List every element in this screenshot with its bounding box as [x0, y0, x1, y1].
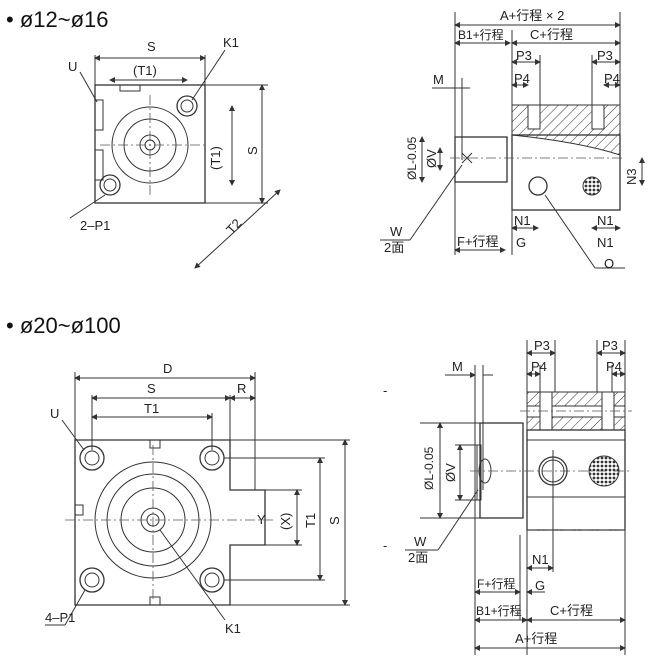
svg-text:-: - — [383, 383, 387, 398]
dim-C: C+行程 — [530, 27, 573, 42]
label-U: U — [50, 406, 59, 421]
label-K1: K1 — [223, 35, 239, 50]
label-P1: 2–P1 — [80, 218, 110, 233]
dim-T1: T1 — [144, 401, 159, 416]
dim-B1: B1+行程 — [476, 603, 522, 618]
dim-X: (X) — [278, 513, 293, 530]
dim-A-x2: A+行程 × 2 — [500, 8, 564, 23]
dim-T1: (T1) — [133, 63, 157, 78]
label-U: U — [68, 59, 77, 74]
front-view-large — [45, 372, 350, 626]
dim-L: ØL-0.05 — [405, 136, 419, 180]
dim-P3-left: P3 — [534, 338, 550, 353]
label-W-2faces: 2面 — [384, 240, 404, 255]
dim-F: F+行程 — [477, 576, 515, 591]
label-O: O — [604, 256, 614, 271]
dim-P4-left: P4 — [531, 359, 547, 374]
dim-V: ØV — [443, 463, 458, 482]
label-W: W — [414, 534, 427, 549]
side-view-small — [380, 12, 645, 269]
dim-N3: N3 — [624, 168, 639, 185]
dim-T1-side: (T1) — [208, 146, 223, 170]
dim-P4-right: P4 — [604, 71, 620, 86]
dim-R: R — [237, 381, 246, 396]
dim-D: D — [163, 361, 172, 376]
dim-T1-side: T1 — [303, 513, 318, 528]
dim-L: ØL-0.05 — [422, 446, 436, 490]
dim-S-side: S — [327, 516, 342, 525]
dim-N1-lower: N1 — [597, 235, 614, 250]
front-view-small — [69, 49, 281, 269]
label-W: W — [390, 224, 403, 239]
dim-S-side: S — [245, 146, 260, 155]
section-title-large: • ø20~ø100 — [6, 313, 121, 338]
label-K1: K1 — [225, 621, 241, 636]
dim-G: G — [516, 235, 526, 250]
dim-N1-left: N1 — [514, 213, 531, 228]
label-P1: 4–P1 — [45, 610, 75, 625]
dim-B1: B1+行程 — [458, 27, 504, 42]
dim-S: S — [147, 39, 156, 54]
dim-P4-left: P4 — [514, 71, 530, 86]
dim-M: M — [452, 359, 463, 374]
section-title-small: • ø12~ø16 — [6, 7, 108, 32]
dim-C: C+行程 — [550, 603, 593, 618]
label-Y: Y — [257, 512, 266, 527]
dim-T2: T2 — [223, 216, 244, 237]
dim-S: S — [147, 381, 156, 396]
label-W-2faces: 2面 — [408, 550, 428, 565]
dim-M: M — [433, 72, 444, 87]
dim-P3-right: P3 — [602, 338, 618, 353]
dim-V: ØV — [424, 149, 439, 168]
dim-A: A+行程 — [515, 631, 557, 646]
dim-N1: N1 — [532, 552, 549, 567]
dim-N1-right: N1 — [597, 213, 614, 228]
dim-P3-left: P3 — [516, 48, 532, 63]
side-view-large: -- — [383, 340, 632, 655]
dim-G: G — [535, 578, 545, 593]
dim-P4-right: P4 — [606, 359, 622, 374]
dim-F: F+行程 — [457, 234, 499, 249]
svg-text:-: - — [383, 538, 387, 553]
dim-P3-right: P3 — [597, 48, 613, 63]
